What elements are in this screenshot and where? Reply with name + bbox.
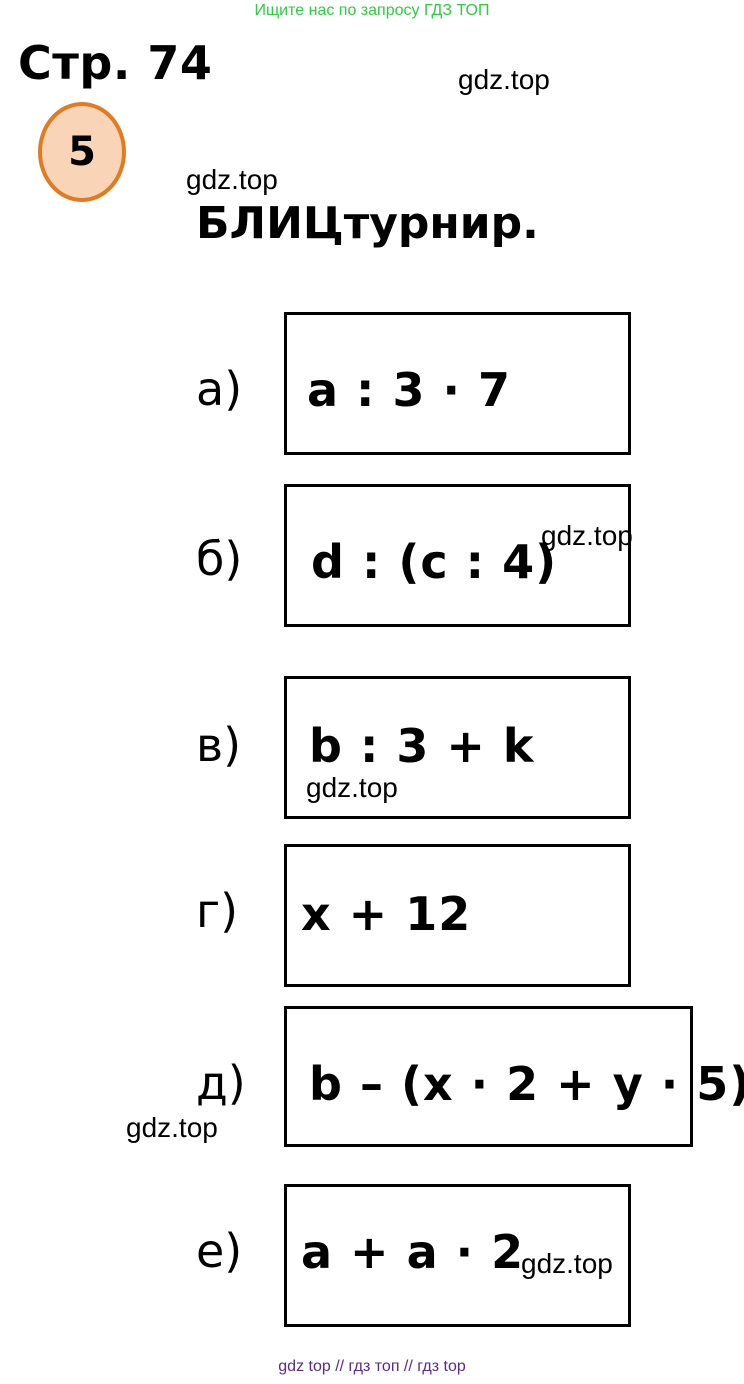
item-box-e: a + a · 2 <box>284 1184 631 1327</box>
watermark: gdz.top <box>126 1112 218 1143</box>
item-expression-g: x + 12 <box>301 887 472 941</box>
item-expression-b: d : (c : 4) <box>311 535 558 589</box>
watermark: gdz.top <box>458 64 550 95</box>
item-expression-a: a : 3 · 7 <box>307 363 511 417</box>
footer-links[interactable]: gdz top // гдз топ // гдз top <box>278 1358 466 1375</box>
exercise-number: 5 <box>68 129 96 175</box>
item-expression-d: b – (x · 2 + y · 5) <box>309 1057 744 1111</box>
watermark: gdz.top <box>541 520 633 551</box>
item-box-a: a : 3 · 7 <box>284 312 631 455</box>
promo-link[interactable]: Ищите нас по запросу ГДЗ ТОП <box>254 2 490 19</box>
item-label-d: д) <box>196 1056 246 1110</box>
item-expression-e: a + a · 2 <box>301 1225 525 1279</box>
item-expression-v: b : 3 + k <box>309 719 535 773</box>
item-box-g: x + 12 <box>284 844 631 987</box>
item-label-v: в) <box>196 718 242 772</box>
watermark: gdz.top <box>521 1248 613 1279</box>
watermark: gdz.top <box>186 164 278 195</box>
exercise-number-badge: 5 <box>38 102 126 202</box>
exercise-heading: БЛИЦтурнир. <box>196 198 539 249</box>
item-label-g: г) <box>196 884 239 938</box>
item-label-b: б) <box>196 532 243 586</box>
watermark: gdz.top <box>306 772 398 803</box>
page-title: Стр. 74 <box>18 36 213 90</box>
item-label-a: а) <box>196 362 243 416</box>
item-label-e: е) <box>196 1224 243 1278</box>
item-box-b: d : (c : 4) <box>284 484 631 627</box>
item-box-v: b : 3 + k <box>284 676 631 819</box>
item-box-d: b – (x · 2 + y · 5) <box>284 1006 744 1147</box>
